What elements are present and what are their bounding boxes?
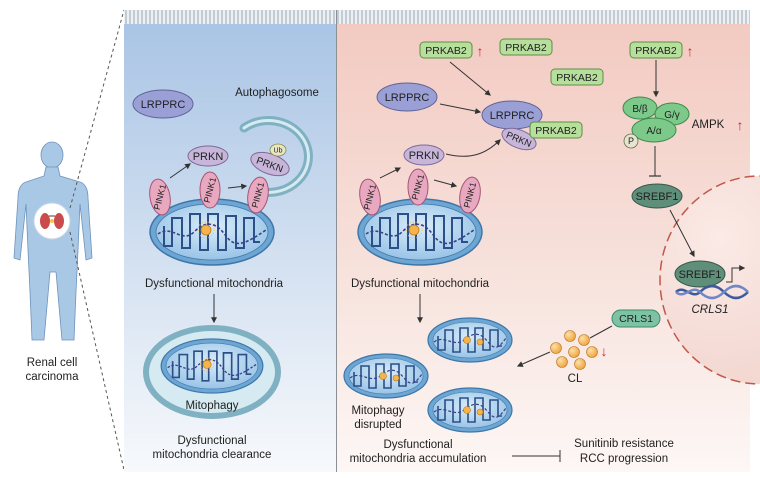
accumulation-line1: Dysfunctional bbox=[383, 439, 452, 451]
cl-down-arrow: ↓ bbox=[601, 343, 608, 359]
svg-text:SREBF1: SREBF1 bbox=[636, 191, 679, 203]
svg-text:PRKAB2: PRKAB2 bbox=[505, 42, 547, 54]
prkab2-up-arrow-1: ↑ bbox=[477, 43, 484, 59]
prkab2-top-left: PRKAB2 bbox=[419, 41, 473, 59]
crls1-dna bbox=[675, 284, 749, 300]
mitophagy-label: Mitophagy bbox=[185, 400, 238, 412]
outcome-line1: Sunitinib resistance bbox=[574, 438, 674, 450]
svg-text:PRKN: PRKN bbox=[193, 151, 224, 163]
cardiolipin-cluster bbox=[550, 330, 598, 370]
right-prkn: PRKN bbox=[403, 144, 445, 166]
svg-text:CRLS1: CRLS1 bbox=[619, 313, 653, 325]
accumulated-mitochondrion-3 bbox=[427, 387, 513, 433]
mitophagy-disrupted-line1: Mitophagy bbox=[351, 405, 404, 417]
mitophagy-vesicle bbox=[143, 325, 281, 419]
svg-text:B/β: B/β bbox=[632, 104, 647, 115]
crls1-gene-label: CRLS1 bbox=[691, 304, 728, 316]
svg-text:LRPPRC: LRPPRC bbox=[385, 92, 430, 104]
svg-text:SREBF1: SREBF1 bbox=[679, 269, 722, 281]
svg-text:LRPPRC: LRPPRC bbox=[490, 110, 535, 122]
phospho-label: P bbox=[628, 136, 634, 146]
autophagosome-label: Autophagosome bbox=[235, 87, 319, 99]
left-pink1-1: PINK1 bbox=[149, 178, 171, 216]
human-body-figure bbox=[13, 141, 93, 341]
left-prkn: PRKN bbox=[187, 145, 229, 167]
svg-text:G/γ: G/γ bbox=[664, 110, 680, 121]
right-lrpprc-free: LRPPRC bbox=[376, 82, 438, 112]
zoom-guide-top bbox=[69, 9, 125, 209]
svg-text:PRKN: PRKN bbox=[409, 150, 440, 162]
left-prkn-ubiquitinated: PRKN Ub bbox=[250, 143, 290, 177]
ampk-complex: B/β G/γ A/α P bbox=[622, 96, 690, 149]
zoom-guide-bottom bbox=[69, 231, 125, 471]
ubiquitin-label: Ub bbox=[274, 148, 283, 155]
prkab2-free: PRKAB2 bbox=[550, 68, 604, 86]
left-pink1-3: PINK1 bbox=[247, 176, 269, 214]
lrpprc-prkab2-prkn-complex: LRPPRC PRKN PRKAB2 bbox=[481, 100, 583, 151]
svg-text:PRKAB2: PRKAB2 bbox=[635, 45, 677, 57]
cl-to-mito-arrow bbox=[516, 351, 551, 367]
accumulated-mitochondrion-1 bbox=[427, 317, 513, 363]
accumulated-mitochondrion-2 bbox=[343, 353, 429, 399]
ampk-up-arrow: ↑ bbox=[737, 117, 744, 133]
right-pink1-2: PINK1 bbox=[407, 168, 429, 206]
outcome-line2: RCC progression bbox=[580, 453, 668, 465]
prkab2-top-middle: PRKAB2 bbox=[499, 38, 553, 56]
srebf1-cytoplasmic: SREBF1 bbox=[631, 183, 683, 209]
cl-label: CL bbox=[568, 373, 583, 385]
svg-text:PRKAB2: PRKAB2 bbox=[535, 125, 577, 137]
ampk-label: AMPK bbox=[692, 119, 725, 131]
right-pink1-3: PINK1 bbox=[459, 176, 481, 214]
svg-text:PRKAB2: PRKAB2 bbox=[425, 45, 467, 57]
body-caption-line2: carcinoma bbox=[25, 371, 79, 383]
svg-text:PRKAB2: PRKAB2 bbox=[556, 72, 598, 84]
cell-membrane bbox=[124, 10, 750, 24]
right-dysfunctional-mito-label: Dysfunctional mitochondria bbox=[351, 278, 490, 290]
prkab2-ampk-source: PRKAB2 bbox=[629, 41, 683, 59]
body-caption-line1: Renal cell bbox=[27, 357, 78, 369]
svg-text:A/α: A/α bbox=[646, 126, 661, 137]
clearance-line1: Dysfunctional bbox=[177, 435, 246, 447]
left-lrpprc: LRPPRC bbox=[132, 89, 194, 119]
accumulation-line2: mitochondria accumulation bbox=[350, 453, 487, 465]
mitophagy-disrupted-line2: disrupted bbox=[354, 419, 401, 431]
svg-text:LRPPRC: LRPPRC bbox=[141, 99, 186, 111]
srebf1-nuclear: SREBF1 bbox=[674, 260, 726, 288]
left-pink1-2: PINK1 bbox=[199, 171, 221, 209]
clearance-line2: mitochondria clearance bbox=[153, 449, 272, 461]
prkab2-up-arrow-2: ↑ bbox=[687, 43, 694, 59]
right-pink1-1: PINK1 bbox=[359, 178, 381, 216]
left-dysfunctional-mito-label: Dysfunctional mitochondria bbox=[145, 278, 284, 290]
crls1-protein: CRLS1 bbox=[611, 309, 661, 328]
